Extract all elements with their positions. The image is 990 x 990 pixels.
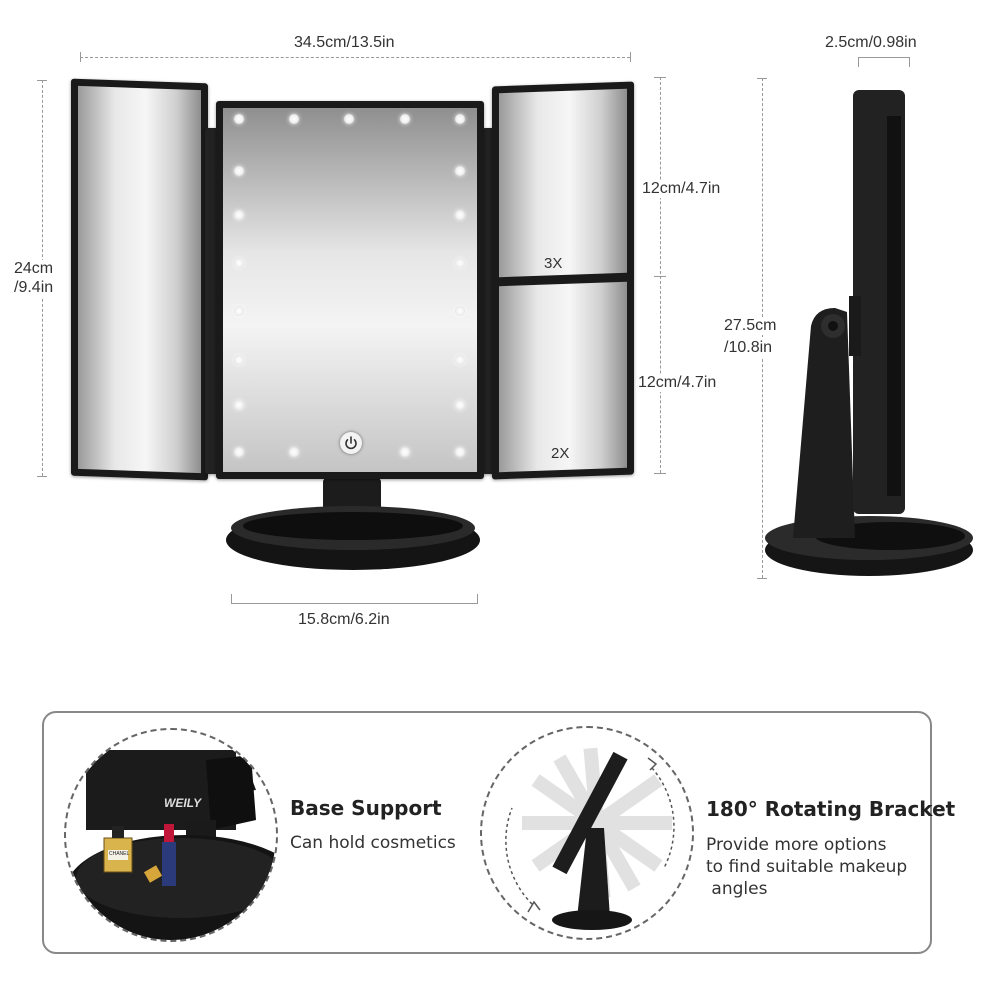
led-light [234, 210, 244, 220]
led-light [234, 258, 244, 268]
hinge-left [205, 128, 219, 474]
power-icon [345, 436, 357, 450]
led-light [234, 447, 244, 457]
total-dim-tick-bottom [757, 578, 767, 579]
led-light [455, 166, 465, 176]
total-height-label-line1: 27.5cm [724, 317, 777, 335]
height-dimension-line [42, 80, 43, 476]
feature-rotating-bracket-title: 180° Rotating Bracket [706, 797, 956, 821]
brand-logo: WEILY [164, 796, 202, 810]
magnification-2x-label: 2X [551, 445, 570, 462]
feature-base-support-title: Base Support [290, 796, 442, 820]
height-label-line2: /9.4in [14, 279, 54, 297]
rotating-bracket-image [480, 726, 694, 940]
depth-dim-tick-right [909, 57, 910, 67]
rotating-bracket-illustration [505, 747, 675, 930]
width-dim-tick-left [80, 52, 81, 62]
panel-bottom-height-label: 12cm/4.7in [638, 374, 717, 392]
led-light [455, 306, 465, 316]
width-dim-tick-right [630, 52, 631, 62]
feature-rotating-bracket-description: Provide more options to find suitable ma… [706, 835, 908, 899]
mirror-right-panel [492, 81, 634, 480]
mirror-left-panel [71, 78, 208, 481]
width-dimension-line [80, 57, 630, 58]
led-light [455, 210, 465, 220]
led-light [455, 258, 465, 268]
height-dim-tick-top [37, 80, 47, 81]
led-light [234, 355, 244, 365]
overall-width-label: 34.5cm/13.5in [294, 34, 395, 51]
magnification-3x-label: 3X [544, 255, 563, 272]
mirror-right-top-glass [499, 88, 627, 278]
total-dim-tick-top [757, 78, 767, 79]
mirror-right-bottom-glass [499, 281, 627, 473]
led-light [234, 166, 244, 176]
touch-power-button[interactable] [340, 432, 362, 454]
base-support-image: WEILY CHANEL [64, 728, 278, 942]
led-light [400, 114, 410, 124]
mirror-base [226, 478, 480, 570]
led-light [455, 447, 465, 457]
feature-base-support-description: Can hold cosmetics [290, 833, 456, 853]
led-light [234, 306, 244, 316]
base-width-dimension-line [231, 603, 477, 604]
mirror-left-glass [78, 85, 201, 474]
panel-dim-tick-middle [654, 276, 666, 277]
led-light [289, 447, 299, 457]
led-light [400, 447, 410, 457]
depth-label: 2.5cm/0.98in [825, 34, 917, 51]
panel-top-height-label: 12cm/4.7in [642, 180, 721, 198]
total-height-label-line2: /10.8in [724, 339, 773, 357]
perfume-label: CHANEL [109, 851, 130, 857]
led-light [234, 400, 244, 410]
led-light [455, 114, 465, 124]
led-light [344, 114, 354, 124]
base-dim-tick-left [231, 594, 232, 604]
mirror-center-panel [216, 101, 484, 479]
height-label-line1: 24cm [14, 260, 54, 278]
base-dim-tick-right [477, 594, 478, 604]
mirror-center-glass [223, 108, 477, 472]
panel-dim-tick-bottom [654, 473, 666, 474]
panel-dim-tick-top [654, 77, 666, 78]
depth-dimension-line [858, 57, 909, 58]
base-width-label: 15.8cm/6.2in [298, 611, 390, 628]
height-dim-tick-bottom [37, 476, 47, 477]
led-light [455, 355, 465, 365]
panel-height-dimension-line [660, 77, 661, 473]
led-light [234, 114, 244, 124]
led-light [289, 114, 299, 124]
depth-dim-tick-left [858, 57, 859, 67]
base-support-illustration [66, 750, 276, 940]
mirror-side-view [765, 90, 973, 576]
led-light [455, 400, 465, 410]
